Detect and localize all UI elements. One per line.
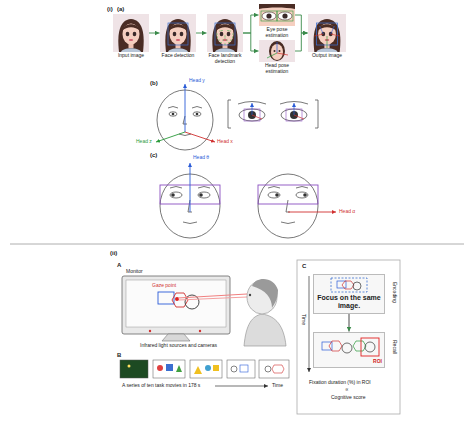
flow-arrow [243,15,259,33]
screen-box: ROI [313,332,385,368]
portrait [113,14,149,52]
image-step: Input image [113,14,149,59]
annotation-label: Head θ [193,155,209,161]
annotation-label: Fixation duration (%) in ROI [309,380,371,386]
step-caption: Head pose estimation [259,62,295,75]
image-step: Eye pose estimation [259,4,295,39]
step-caption: Face landmark detection [207,52,243,65]
annotation-label: Time [272,383,283,389]
annotation-label: Time [300,314,306,325]
annotation-label: Head z [136,139,152,145]
step-caption: Input image [113,52,149,59]
movie-frames [120,360,289,378]
panel-letter: (i) [107,6,113,13]
image-step: Face landmark detection [207,14,243,65]
annotation-label: Encoding [391,282,397,303]
annotation-label: ∝ [345,387,349,393]
annotation-label: Head x [217,139,233,145]
panel-letter: A [117,262,121,269]
recall-image [316,335,382,359]
portrait [207,14,243,52]
image-step: Output image [308,14,346,59]
person [244,279,286,346]
portrait [308,14,346,52]
separator [10,244,464,245]
step-caption: Face detection [160,52,196,59]
flow-arrow [149,33,160,34]
step-caption: Output image [308,52,346,59]
panel-frame [297,260,400,414]
annotation-label: Cognitive score [331,395,365,401]
annotation-label: Gaze point [152,283,176,289]
flow-arrow [295,33,308,51]
screen-box: Focus on the same image. [313,274,385,314]
annotation-label: Recall [391,340,397,354]
face-outline-c [160,174,318,238]
instruction-text: Focus on the same image. [316,293,382,310]
image-step: Head pose estimation [259,40,295,75]
annotation-label: Monitor [126,269,143,275]
annotation-label: Infrared light sources and cameras [140,343,217,349]
encoding-image [317,277,381,293]
panel-letter: C [302,263,306,270]
portrait [259,40,295,62]
panel-letter: B [117,352,121,359]
panel-letter: (a) [117,6,124,13]
roi-label: ROI [316,359,382,365]
flow-arrow [243,33,259,51]
eye-panel [228,100,318,128]
panel-letter: (b) [150,80,158,87]
flow-arrow [349,314,350,332]
portrait [259,4,295,26]
monitor [122,276,230,341]
portrait [160,14,196,52]
annotation-label: Head α [339,209,355,215]
step-caption: Eye pose estimation [259,26,295,39]
annotation-label: A series of ten task movies in 178 s [122,383,200,389]
annotation-label: Head y [189,78,205,84]
flow-arrow [196,33,207,34]
image-step: Face detection [160,14,196,59]
flow-arrow [295,15,308,33]
panel-letter: (c) [150,152,157,159]
panel-letter: (ii) [110,250,117,257]
